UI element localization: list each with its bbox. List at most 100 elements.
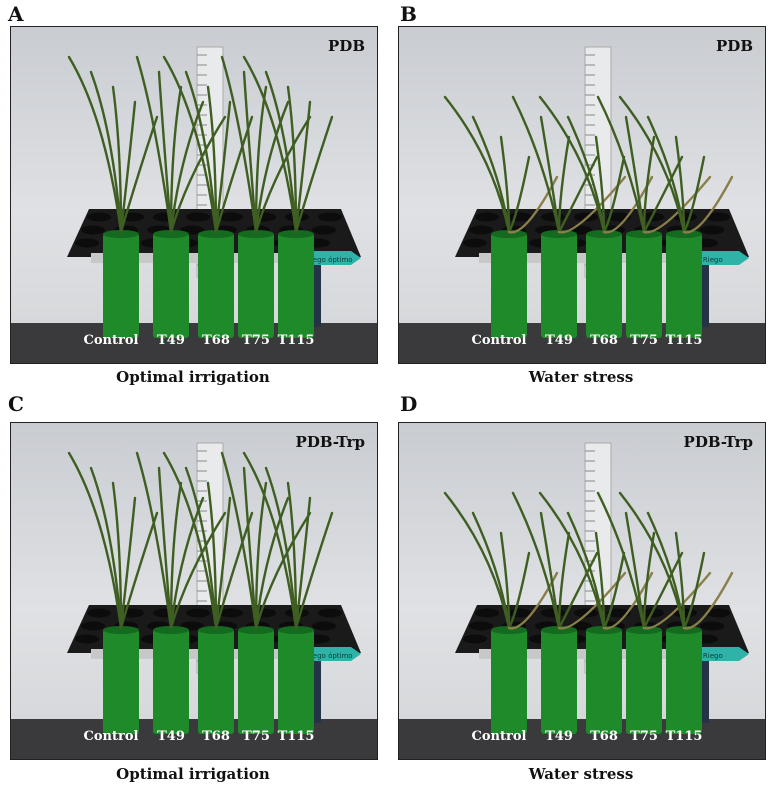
pot-rim: [586, 230, 622, 238]
pot-rim: [153, 230, 189, 238]
pot-label: Control: [83, 333, 139, 348]
pot-rim: [491, 626, 527, 634]
tray-cell: [318, 212, 342, 222]
tray-cell: [574, 212, 598, 222]
plant-leaf: [646, 511, 686, 630]
plant-leaf: [67, 451, 123, 630]
tray-cell: [186, 212, 210, 222]
plant-leaf: [596, 491, 646, 630]
panel-letter: B: [400, 2, 417, 26]
plant-leaf: [642, 551, 684, 630]
plant-leaf: [557, 135, 571, 234]
plant-leaf: [596, 95, 646, 234]
pot-label: Control: [471, 333, 527, 348]
pot-label: T75: [630, 729, 658, 744]
pot-label: T115: [665, 729, 703, 744]
tag-text: Riego óptimo: [306, 652, 353, 660]
tray-cell: [469, 621, 493, 631]
plant-leaf: [294, 115, 334, 234]
medium-label: PDB: [328, 37, 365, 55]
pot: [541, 233, 577, 338]
tray-cell: [541, 608, 565, 618]
plant-leaf: [674, 531, 686, 630]
tray-cell: [186, 608, 210, 618]
plant-leaf: [111, 481, 123, 630]
photo-scene: S. Riego: [399, 442, 765, 759]
pot: [278, 233, 314, 338]
plant-leaf: [184, 70, 218, 234]
condition-caption: Optimal irrigation: [116, 368, 270, 386]
plant-leaf: [471, 511, 511, 630]
plant-leaf: [135, 451, 173, 630]
pot-label: T115: [665, 333, 703, 348]
medium-label: PDB-Trp: [295, 433, 365, 451]
pot-rim: [278, 626, 314, 634]
pot: [541, 629, 577, 734]
plant-leaf: [539, 511, 561, 630]
pot-label: T68: [590, 729, 618, 744]
pot-label: T75: [242, 729, 270, 744]
plant-leaf: [507, 155, 531, 234]
plant-leaf: [642, 135, 656, 234]
plant-leaf: [507, 551, 531, 630]
panel-letter: D: [400, 392, 418, 416]
plant-leaf: [539, 115, 561, 234]
panel-letter: C: [8, 392, 24, 416]
plant-leaf: [264, 70, 298, 234]
tray-cell: [81, 225, 105, 235]
plant-leaf: [206, 85, 218, 234]
plant-leaf: [119, 100, 137, 234]
tray-cell: [574, 608, 598, 618]
pot: [238, 629, 274, 734]
floor: [11, 323, 377, 363]
tag: [301, 251, 361, 265]
plant-leaf: [566, 511, 606, 630]
plant-leaf: [242, 70, 258, 234]
plant-leaf: [594, 135, 606, 234]
pot: [626, 233, 662, 338]
plant-leaf: [682, 551, 706, 630]
pot-rim: [586, 626, 622, 634]
tag-text: Riego óptimo: [306, 256, 353, 264]
plant-leaf: [214, 496, 232, 630]
tray-cell: [87, 608, 111, 618]
panel-letter: A: [8, 2, 24, 26]
medium-label: PDB: [716, 37, 753, 55]
condition-caption: Water stress: [528, 368, 634, 386]
plant-leaf: [169, 115, 227, 234]
tray-cell: [463, 634, 487, 644]
plant-leaf: [214, 100, 232, 234]
tray-cell: [75, 634, 99, 644]
plant-leaf: [220, 55, 258, 234]
stand-leg: [699, 653, 709, 723]
tray-cell: [318, 608, 342, 618]
plant-leaf: [624, 511, 646, 630]
medium-label: PDB-Trp: [683, 433, 753, 451]
photo-scene: S. Riego: [399, 46, 765, 363]
tag: [689, 647, 749, 661]
plant-leaf: [254, 496, 290, 630]
plant-leaf: [89, 466, 123, 630]
tray-cell: [700, 225, 724, 235]
tag-text: S. Riego: [694, 256, 723, 264]
pot: [198, 233, 234, 338]
plant-leaf: [89, 70, 123, 234]
pot-rim: [198, 230, 234, 238]
plant-leaf: [162, 55, 218, 234]
pot-label: T115: [277, 333, 315, 348]
pot: [666, 233, 702, 338]
pot-rim: [153, 626, 189, 634]
pot-label: T115: [277, 729, 315, 744]
plant-leaf: [557, 571, 627, 630]
plant-leaf: [294, 496, 312, 630]
plant-leaf: [646, 115, 686, 234]
pot-rim: [666, 230, 702, 238]
plant-leaf: [242, 451, 298, 630]
pot: [666, 629, 702, 734]
plant-leaf: [471, 115, 511, 234]
pot: [626, 629, 662, 734]
